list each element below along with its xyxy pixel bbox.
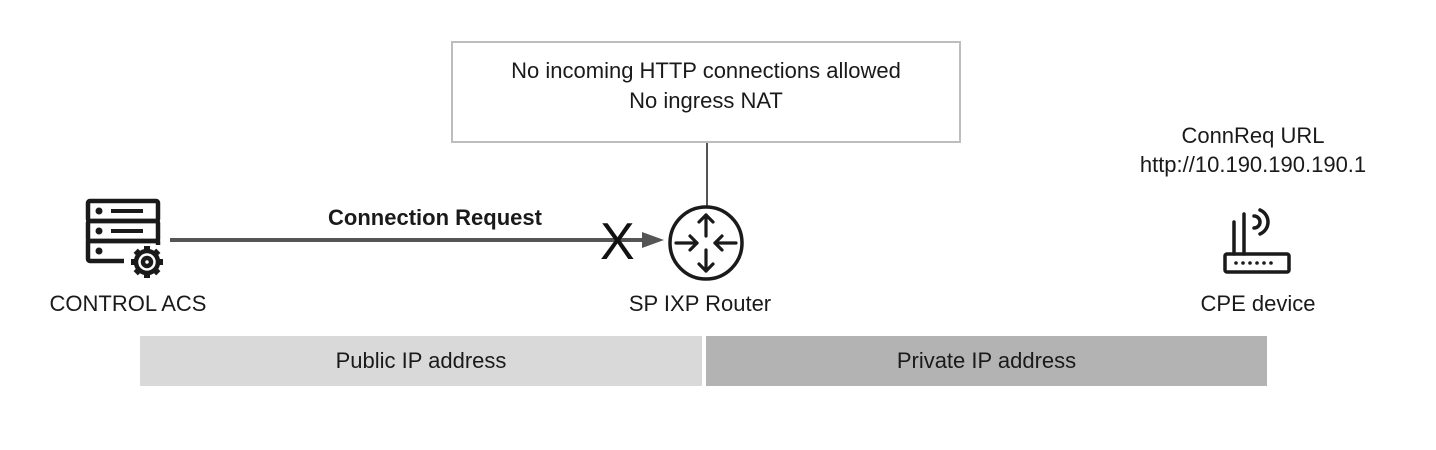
public-ip-label: Public IP address [335, 348, 507, 373]
blocked-mark: X [600, 213, 635, 271]
server-gear-icon [85, 198, 163, 278]
note-connector-line [706, 143, 708, 206]
public-ip-zone: Public IP address [140, 336, 702, 386]
note-box: No incoming HTTP connections allowed No … [451, 41, 961, 143]
router-icon [668, 205, 744, 281]
note-line-1: No incoming HTTP connections allowed [511, 58, 901, 83]
connreq-url: http://10.190.190.190.1 [1139, 152, 1367, 177]
connection-arrow [170, 232, 664, 248]
private-ip-label: Private IP address [896, 348, 1077, 373]
connreq-title: ConnReq URL [1181, 123, 1325, 148]
wifi-router-icon [1223, 208, 1291, 274]
note-line-2: No ingress NAT [629, 88, 783, 113]
connection-label: Connection Request [328, 205, 542, 230]
private-ip-zone: Private IP address [706, 336, 1267, 386]
cpe-label: CPE device [1200, 291, 1316, 316]
router-label: SP IXP Router [628, 291, 772, 316]
acs-label: CONTROL ACS [49, 291, 207, 316]
